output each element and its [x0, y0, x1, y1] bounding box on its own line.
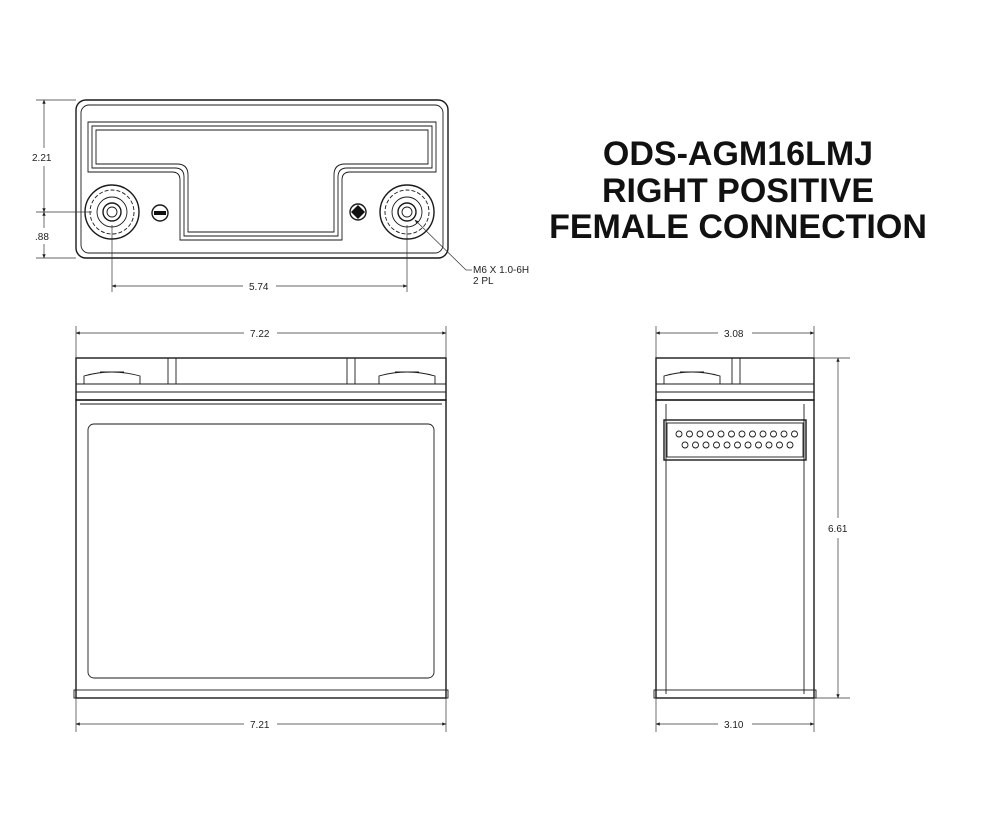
front-label-panel: [87, 423, 435, 679]
front-negative-terminal: [83, 371, 141, 384]
front-positive-terminal: [378, 371, 436, 384]
vent-hole: [675, 430, 683, 438]
dim-side-bottom-width: 3.10: [724, 720, 744, 731]
vent-strip: [663, 419, 807, 461]
dim-top-height: 2.21: [32, 153, 52, 164]
vent-hole: [686, 430, 693, 438]
front-body: [75, 399, 447, 699]
vent-hole: [681, 441, 689, 449]
vent-hole: [707, 430, 714, 438]
vent-hole: [734, 441, 741, 449]
dim-side-height: 6.61: [828, 524, 848, 535]
vent-hole: [692, 441, 699, 449]
vent-hole: [713, 441, 720, 449]
connection-title: FEMALE CONNECTION: [549, 208, 927, 246]
vent-hole: [723, 441, 731, 449]
side-view: 3.08 6.61 3.10: [653, 326, 850, 732]
dim-terminal-offset: .88: [35, 232, 49, 243]
front-lid: [75, 357, 447, 401]
vent-hole: [786, 441, 794, 449]
side-terminal: [663, 371, 721, 384]
dim-front-top-width: 7.22: [250, 329, 270, 340]
vent-hole: [702, 441, 710, 449]
vent-hole: [749, 430, 756, 438]
dim-terminal-spacing: 5.74: [249, 282, 269, 293]
vent-hole: [696, 430, 704, 438]
vent-hole: [765, 441, 773, 449]
vent-hole: [759, 430, 767, 438]
vent-hole: [738, 430, 746, 438]
model-title: ODS-AGM16LMJ: [603, 135, 873, 173]
vent-hole: [755, 441, 762, 449]
top-recess: [87, 121, 437, 241]
vent-hole: [780, 430, 788, 438]
dim-side-top-width: 3.08: [724, 329, 744, 340]
thread-note: M6 X 1.0-6H: [473, 265, 529, 276]
vent-hole: [776, 441, 783, 449]
vent-hole: [770, 430, 777, 438]
top-view: 2.21 .88 5.74 M6 X 1.0-6H 2 PL: [32, 99, 529, 293]
plus-icon: [349, 203, 367, 221]
polarity-title: RIGHT POSITIVE: [602, 172, 874, 210]
vent-hole: [717, 430, 725, 438]
dim-front-bottom-width: 7.21: [250, 720, 270, 731]
thread-count: 2 PL: [473, 276, 494, 287]
vent-holes: [675, 430, 798, 449]
front-view: 7.22 7.21: [73, 326, 449, 732]
minus-icon: [151, 204, 169, 222]
title-block: ODS-AGM16LMJ RIGHT POSITIVE FEMALE CONNE…: [549, 135, 927, 246]
vent-hole: [791, 430, 798, 438]
vent-hole: [744, 441, 752, 449]
top-view-outline: [75, 99, 449, 259]
side-body: [655, 399, 815, 699]
vent-hole: [728, 430, 735, 438]
side-lid: [655, 357, 815, 401]
